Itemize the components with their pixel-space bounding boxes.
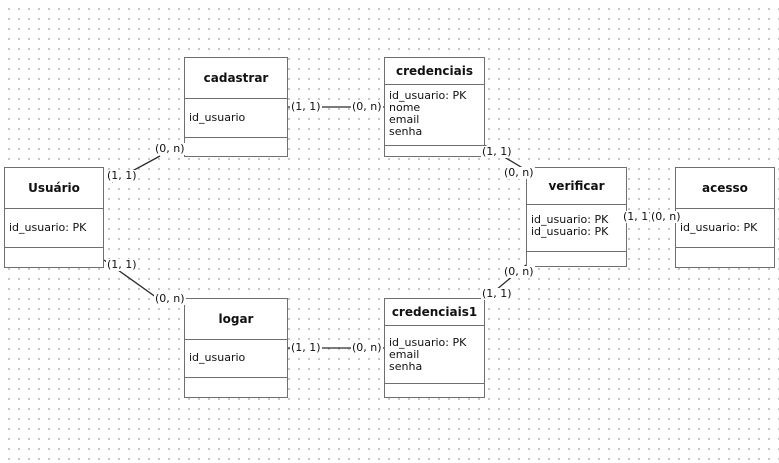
entity-credenciais-attribute: email <box>389 113 420 126</box>
entity-usuario-separator <box>5 247 103 248</box>
cardinality-label: (0, n) <box>154 142 186 155</box>
entity-credenciais[interactable]: credenciais id_usuario: PK nome email se… <box>384 57 485 157</box>
entity-credenciais1-attribute: email <box>389 348 420 361</box>
entity-credenciais1[interactable]: credenciais1 id_usuario: PK email senha <box>384 298 485 398</box>
entity-acesso-separator <box>676 247 774 248</box>
entity-cadastrar[interactable]: cadastrar id_usuario <box>184 57 288 157</box>
cardinality-label: (1, 1) <box>290 100 322 113</box>
entity-acesso-attributes: id_usuario: PK <box>680 222 772 234</box>
entity-credenciais1-title: credenciais1 <box>385 299 484 326</box>
entity-usuario-title: Usuário <box>5 168 103 209</box>
entity-credenciais-separator <box>385 145 484 146</box>
entity-verificar-separator <box>527 251 626 252</box>
cardinality-label: (0, n) <box>351 100 383 113</box>
cardinality-label: (1, 1) <box>481 145 513 158</box>
cardinality-label: (0, n) <box>503 166 535 179</box>
cardinality-label: (1, 1) <box>481 287 513 300</box>
entity-logar-separator <box>185 377 287 378</box>
cardinality-label: (1, 1) <box>290 341 322 354</box>
cardinality-label: (1, 1) <box>106 258 138 271</box>
cardinality-label: (1, 1) <box>622 210 654 223</box>
entity-usuario-attributes: id_usuario: PK <box>9 222 101 234</box>
entity-logar[interactable]: logar id_usuario <box>184 298 288 398</box>
entity-credenciais1-attribute: senha <box>389 360 423 373</box>
entity-logar-attribute: id_usuario <box>189 351 246 364</box>
entity-cadastrar-attributes: id_usuario <box>189 112 285 124</box>
entity-credenciais1-separator <box>385 383 484 384</box>
entity-credenciais-attribute: senha <box>389 125 423 138</box>
entity-credenciais-attributes: id_usuario: PK nome email senha <box>389 90 482 138</box>
entity-verificar-attribute: id_usuario: PK <box>531 225 609 238</box>
entity-verificar[interactable]: verificar id_usuario: PK id_usuario: PK <box>526 167 627 267</box>
entity-verificar-attribute: id_usuario: PK <box>531 213 609 226</box>
entity-acesso-attribute: id_usuario: PK <box>680 221 758 234</box>
entity-acesso-title: acesso <box>676 168 774 209</box>
cardinality-label: (1, 1) <box>106 169 138 182</box>
cardinality-label: (0, n) <box>154 292 186 305</box>
entity-logar-attributes: id_usuario <box>189 352 285 364</box>
entity-usuario[interactable]: Usuário id_usuario: PK <box>4 167 104 268</box>
entity-credenciais-title: credenciais <box>385 58 484 85</box>
entity-credenciais-attribute: id_usuario: PK <box>389 89 467 102</box>
cardinality-label: (0, n) <box>503 265 535 278</box>
entity-verificar-title: verificar <box>527 168 626 205</box>
entity-cadastrar-separator <box>185 137 287 138</box>
entity-credenciais1-attributes: id_usuario: PK email senha <box>389 337 482 373</box>
cardinality-label: (0, n) <box>650 210 682 223</box>
entity-credenciais1-attribute: id_usuario: PK <box>389 336 467 349</box>
entity-cadastrar-title: cadastrar <box>185 58 287 99</box>
entity-logar-title: logar <box>185 299 287 340</box>
entity-verificar-attributes: id_usuario: PK id_usuario: PK <box>531 214 624 238</box>
entity-usuario-attribute: id_usuario: PK <box>9 221 87 234</box>
entity-cadastrar-attribute: id_usuario <box>189 111 246 124</box>
entity-acesso[interactable]: acesso id_usuario: PK <box>675 167 775 268</box>
entity-credenciais-attribute: nome <box>389 101 421 114</box>
cardinality-label: (0, n) <box>351 341 383 354</box>
